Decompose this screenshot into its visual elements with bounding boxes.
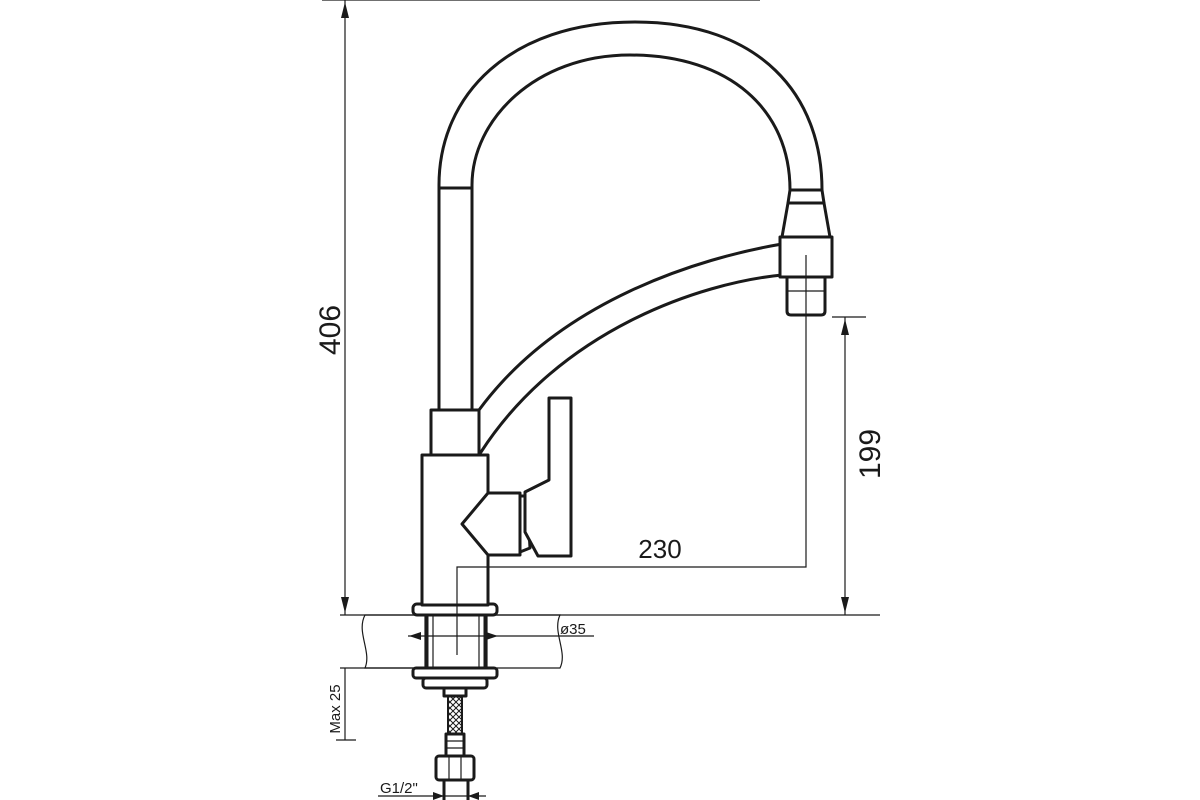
center-lines [456, 255, 807, 655]
supply-hose [434, 686, 476, 800]
dimension-199-label: 199 [854, 429, 887, 479]
dimension-diameter-label: ø35 [560, 621, 586, 638]
dimension-thread [378, 792, 486, 800]
lower-spout [477, 242, 784, 454]
dimension-thread-label: G1/2" [380, 780, 418, 797]
dimension-max-thickness [336, 668, 356, 741]
dimension-230-label: 230 [638, 534, 681, 564]
dimension-max25-label: Max 25 [327, 684, 344, 733]
countertop-section [340, 614, 880, 669]
lever-handle [460, 396, 573, 558]
dimension-406-label: 406 [314, 305, 347, 355]
flexible-spout [437, 20, 824, 412]
dimension-total-height [322, 0, 760, 615]
faucet-base [411, 602, 499, 690]
dimension-diameter [408, 632, 594, 640]
dimension-outlet-height [832, 316, 866, 615]
